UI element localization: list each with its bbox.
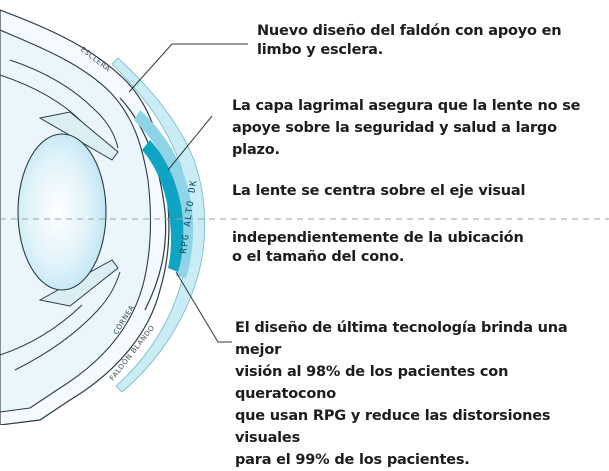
contact-lens xyxy=(111,57,206,393)
soft-skirt xyxy=(111,57,206,393)
lens-core xyxy=(142,140,184,272)
callout-skirt-design: Nuevo diseño del faldón con apoyo en lim… xyxy=(257,23,562,58)
leader-tear xyxy=(167,115,213,171)
lens-skirt xyxy=(134,110,194,278)
callout-tear-layer: La capa lagrimal asegura que la lente no… xyxy=(232,98,581,158)
crystalline-lens xyxy=(17,133,107,291)
ciliary-upper-2 xyxy=(0,74,83,123)
eye-lens-diagram: ESCLERA CÓRNEA FALDÓN BLANDO RPG ALTO DK xyxy=(0,9,609,425)
eye-body xyxy=(0,9,170,425)
ciliary-lower-2 xyxy=(0,304,83,356)
ciliary-lower xyxy=(14,271,121,371)
callout-centering: La lente se centra sobre el eje visual xyxy=(232,183,526,199)
leader-lines xyxy=(128,43,248,343)
leader-technology xyxy=(175,271,232,343)
iris-upper xyxy=(38,111,119,161)
callout-independent: independientemente de la ubicación o el … xyxy=(232,230,524,265)
callout-technology: El diseño de última tecnología brinda un… xyxy=(235,320,568,468)
leader-skirt xyxy=(128,43,248,93)
ciliary-upper xyxy=(9,59,119,149)
